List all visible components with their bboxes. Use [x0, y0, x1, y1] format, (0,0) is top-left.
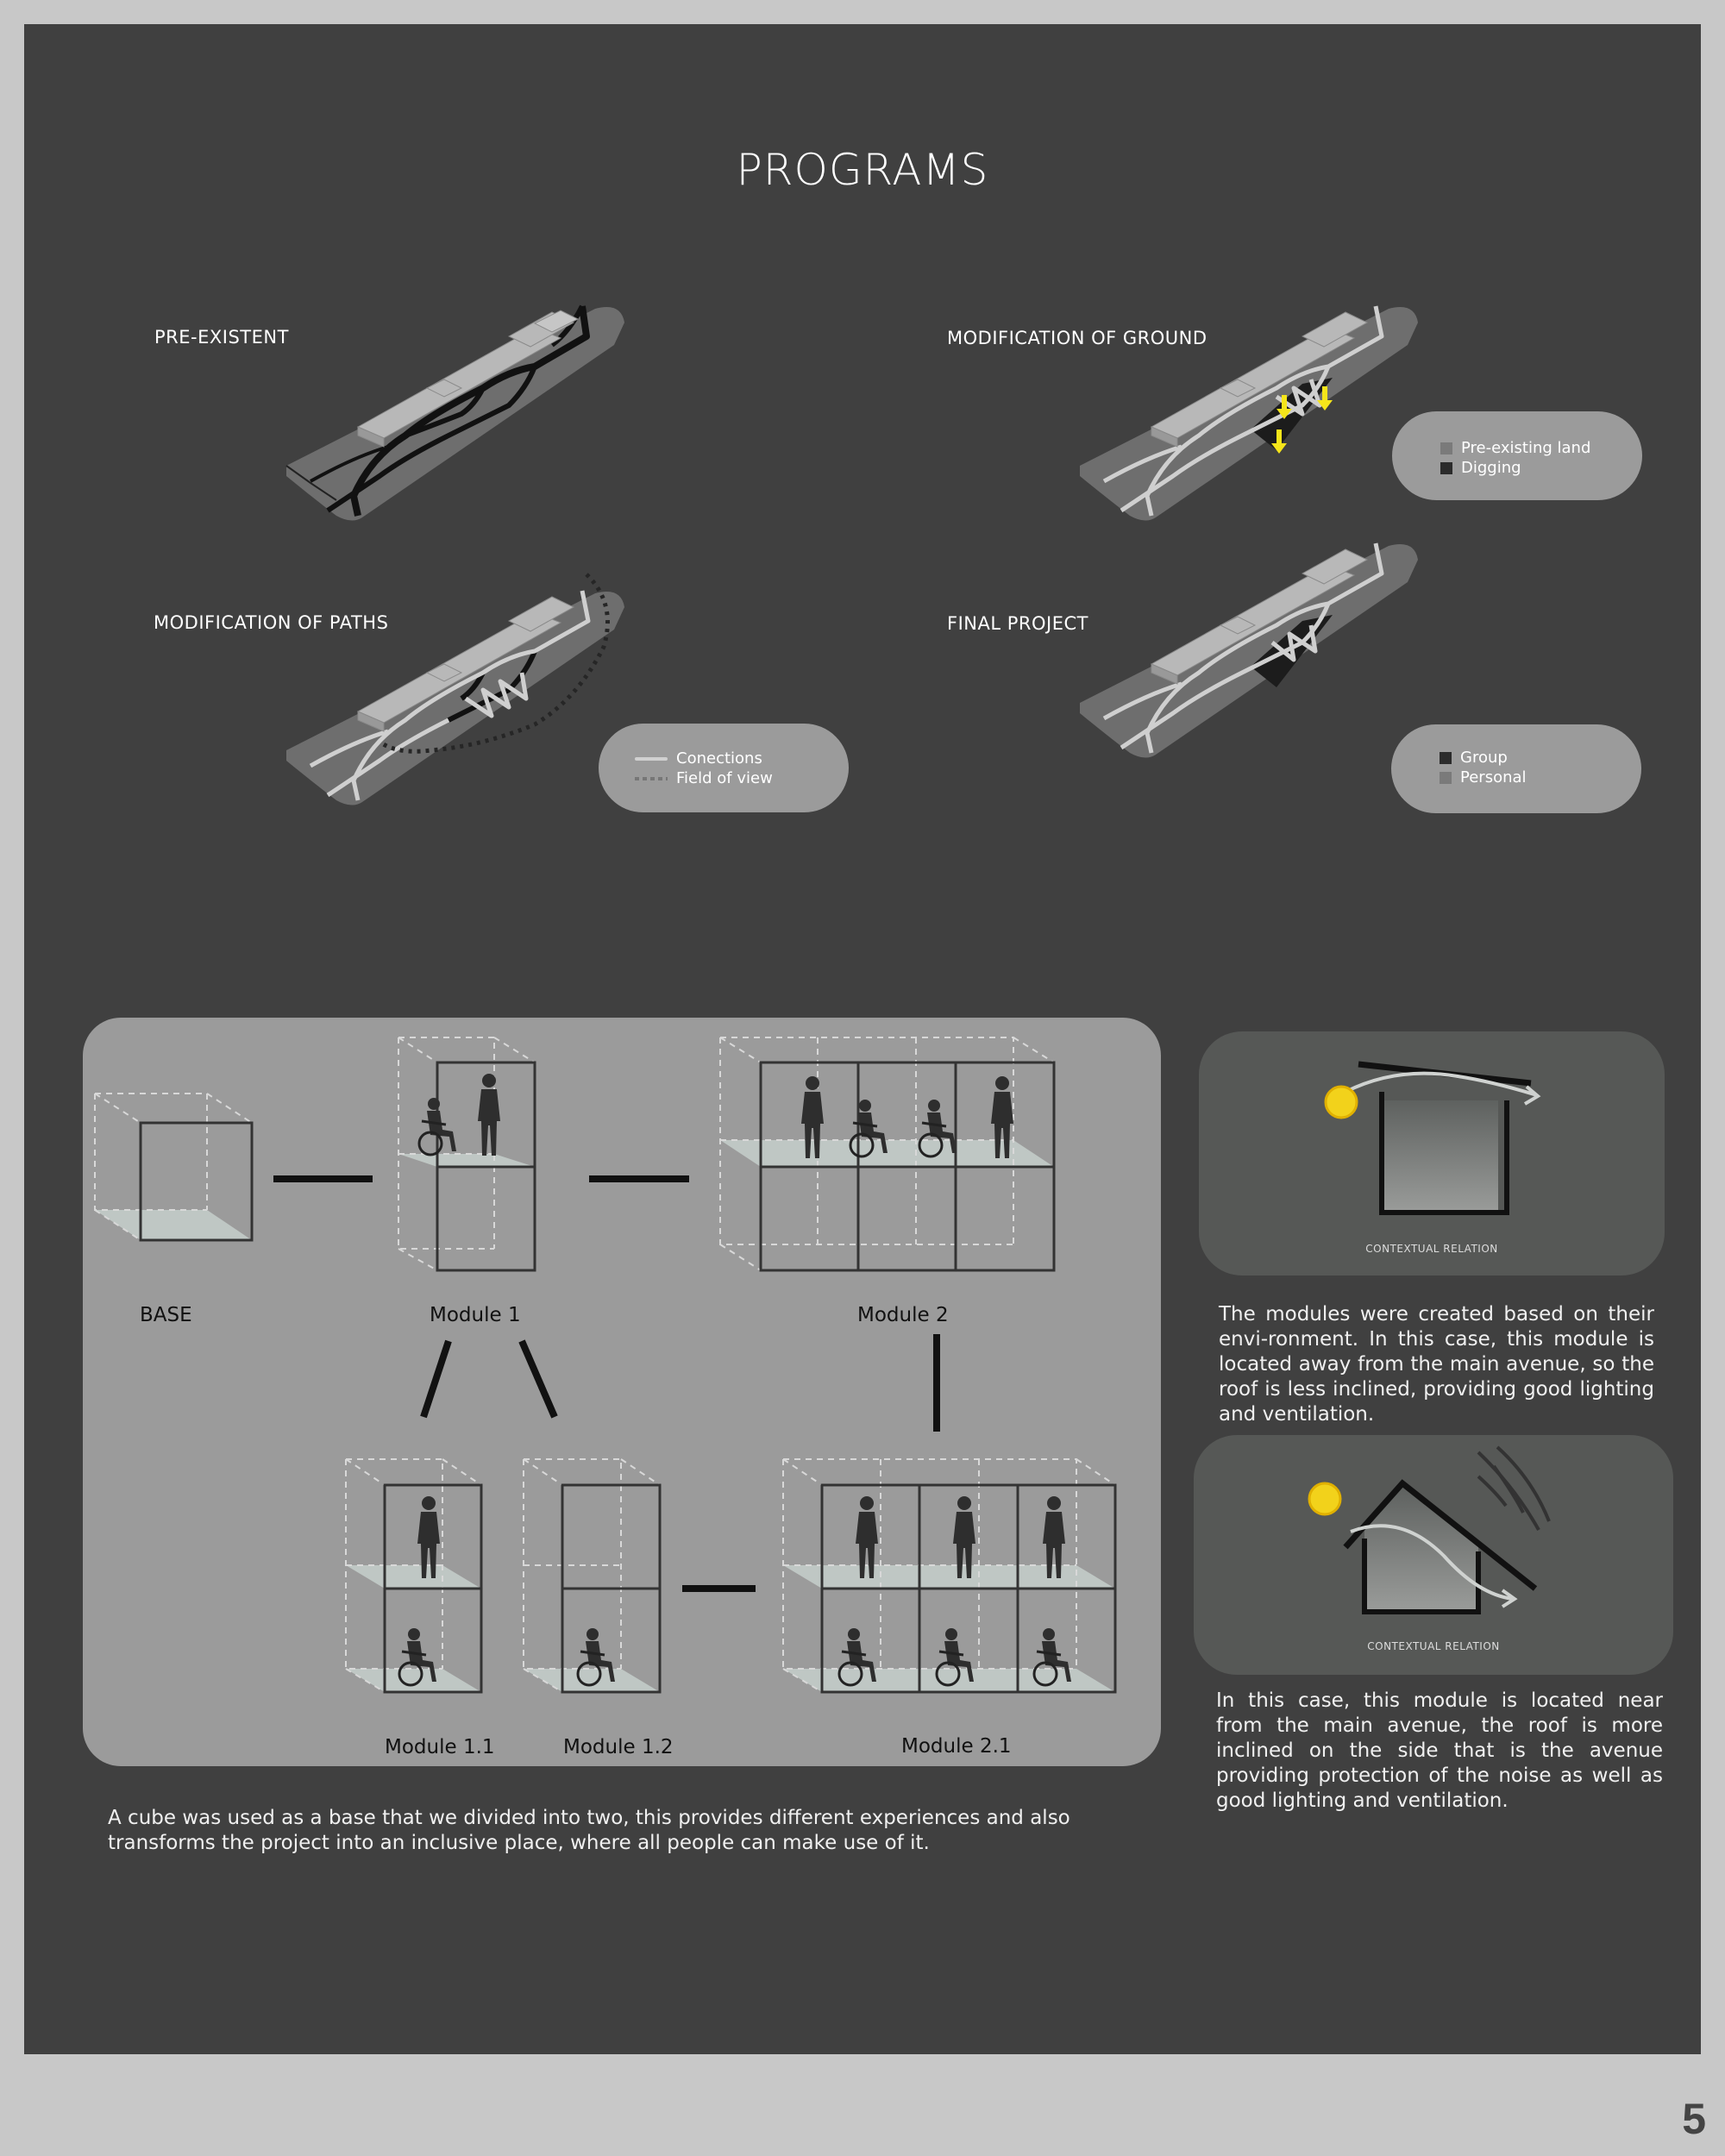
- map-final-project: [1080, 542, 1418, 758]
- page-title: PROGRAMS: [736, 145, 989, 195]
- legend-item-group: Group: [1460, 749, 1508, 767]
- module-1-1-cube: [345, 1458, 483, 1694]
- label-final-project: FINAL PROJECT: [947, 613, 1088, 634]
- context-label-bottom: CONTEXTUAL RELATION: [1367, 1640, 1500, 1652]
- context-text-top: The modules were created based on their …: [1219, 1303, 1654, 1426]
- label-module-2-1: Module 2.1: [901, 1735, 1012, 1758]
- context-card-bottom: CONTEXTUAL RELATION: [1194, 1435, 1673, 1675]
- module-2-cube: [719, 1037, 1056, 1272]
- swatch-pre-existing-land: [1440, 442, 1452, 454]
- sun-icon: [1308, 1482, 1342, 1516]
- page-number: 5: [1682, 2095, 1706, 2143]
- legend-item-personal: Personal: [1460, 768, 1527, 787]
- label-module-1-1: Module 1.1: [385, 1736, 495, 1758]
- module-1-2-cube: [523, 1458, 662, 1694]
- legend-final: Group Personal: [1391, 724, 1641, 813]
- legend-item-digging: Digging: [1461, 459, 1521, 477]
- map-modification-of-ground: [1080, 305, 1418, 521]
- context-text-bottom: In this case, this module is located nea…: [1216, 1689, 1663, 1812]
- sun-icon: [1324, 1085, 1358, 1119]
- label-pre-existent: PRE-EXISTENT: [154, 327, 289, 348]
- context-diagram-bottom: [1308, 1445, 1551, 1614]
- modules-caption: A cube was used as a base that we divide…: [108, 1807, 1070, 1854]
- swatch-conections: [635, 756, 668, 761]
- swatch-field-of-view: [635, 776, 668, 780]
- legend-ground: Pre-existing land Digging: [1392, 411, 1642, 500]
- label-module-2: Module 2: [857, 1304, 949, 1326]
- map-pre-existent: [285, 304, 624, 521]
- base-cube: [94, 1093, 254, 1242]
- map-modification-of-paths: [286, 573, 624, 805]
- legend-item-conections: Conections: [676, 749, 762, 768]
- module-2-1-cube: [782, 1458, 1117, 1694]
- module-connectors: [273, 1175, 940, 1592]
- label-module-1-2: Module 1.2: [563, 1736, 674, 1758]
- label-base: BASE: [140, 1304, 192, 1326]
- swatch-group: [1440, 751, 1452, 764]
- context-card-top: CONTEXTUAL RELATION: [1199, 1031, 1665, 1275]
- legend-paths: Conections Field of view: [599, 724, 849, 812]
- label-modification-of-paths: MODIFICATION OF PATHS: [154, 612, 389, 633]
- context-label-top: CONTEXTUAL RELATION: [1365, 1243, 1498, 1255]
- label-module-1: Module 1: [430, 1304, 521, 1326]
- legend-item-pre-existing-land: Pre-existing land: [1461, 439, 1591, 457]
- label-modification-of-ground: MODIFICATION OF GROUND: [947, 328, 1208, 348]
- module-1-cube: [398, 1037, 536, 1272]
- legend-item-field-of-view: Field of view: [676, 769, 773, 787]
- swatch-personal: [1440, 771, 1452, 784]
- swatch-digging: [1440, 461, 1452, 474]
- noise-waves-icon: [1477, 1445, 1551, 1531]
- context-diagram-top: [1324, 1061, 1541, 1215]
